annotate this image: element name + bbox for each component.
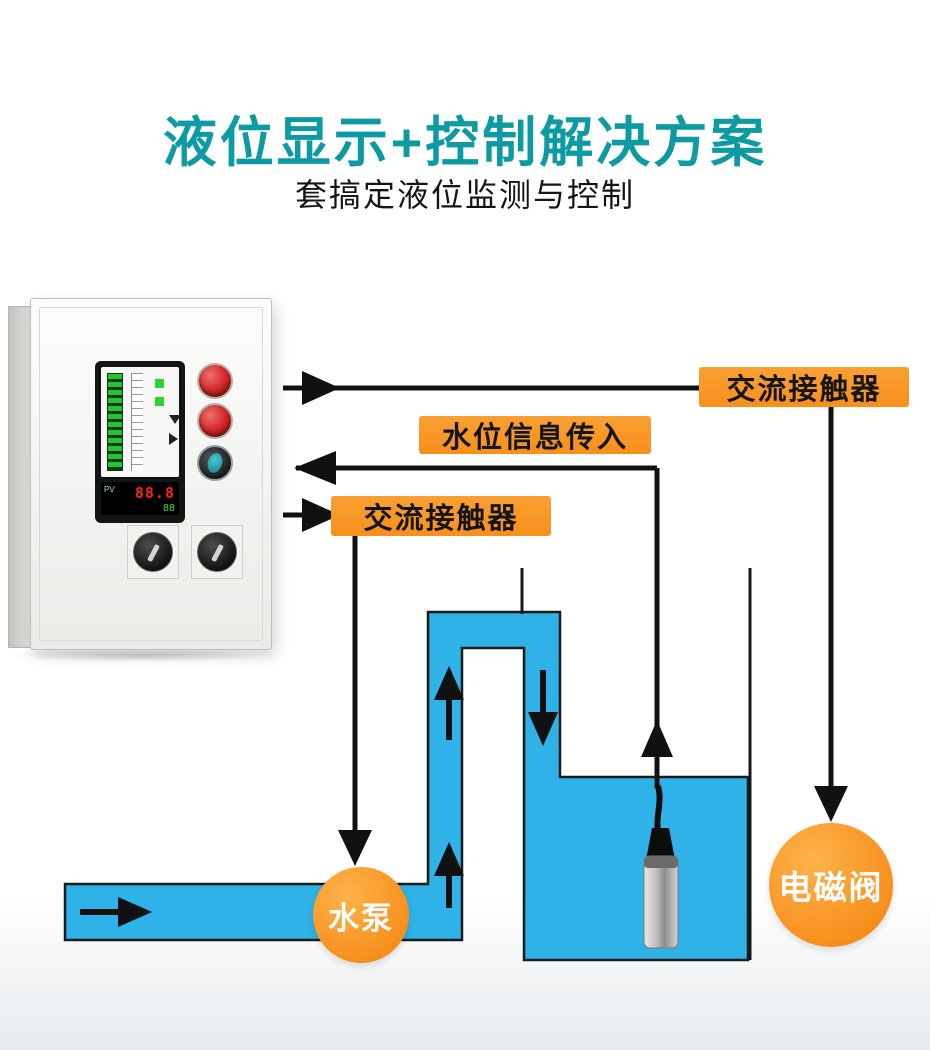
- level-scale: [131, 373, 143, 471]
- cabinet-shadow: [4, 648, 280, 662]
- signal-line-contactor-pump: [283, 498, 372, 866]
- label-ac-contactor-mid: 交流接触器: [331, 496, 551, 536]
- red-pushbutton-1: [197, 363, 233, 399]
- pv-label: PV: [104, 485, 115, 494]
- signal2-up-arrowhead-icon: [641, 720, 673, 757]
- sensor-probe-body: [643, 855, 679, 949]
- right-marker-icon: [169, 433, 178, 445]
- cabinet-door-seam: [39, 307, 263, 641]
- duct-down-arrowhead-icon: [528, 712, 558, 746]
- inlet-flow-arrowhead-icon: [118, 897, 152, 927]
- rotary-knob-right: [197, 532, 237, 572]
- page-title: 液位显示+控制解决方案: [162, 113, 768, 173]
- signal2-left-arrowhead-icon: [294, 451, 336, 485]
- riser-lower-up-arrowhead-icon: [434, 842, 464, 876]
- indicator-lamp-1: [155, 379, 164, 388]
- sensor-probe-collar: [644, 856, 678, 868]
- label-water-level-info: 水位信息传入: [419, 416, 651, 454]
- valve-badge: 电磁阀: [769, 823, 893, 947]
- inlet-flow-arrow: [80, 897, 152, 927]
- down-marker-icon: [169, 415, 179, 424]
- water-flow-arrows: [434, 666, 558, 908]
- sensor-gland: [646, 828, 675, 860]
- indicator-lamp-2: [155, 397, 164, 406]
- selector-switch: [197, 445, 233, 481]
- knob-plate-right: [191, 525, 243, 579]
- led-readout-green: 88: [162, 503, 175, 514]
- led-readout-red: 88.8: [134, 484, 175, 502]
- signal3-down-arrowhead-icon: [338, 830, 372, 866]
- meter-led-panel: PV 88.8 88: [101, 482, 179, 515]
- riser-up-arrowhead-icon: [434, 666, 464, 700]
- signal3-right-arrowhead-icon: [302, 498, 340, 532]
- level-sensor: [643, 785, 679, 949]
- knob-plate-left: [127, 525, 179, 579]
- tank-walls: [520, 568, 752, 960]
- label-ac-contactor-top: 交流接触器: [699, 367, 909, 407]
- rotary-knob-left: [133, 532, 173, 572]
- level-bargraph: [107, 373, 123, 471]
- signal1-down-arrowhead-icon: [814, 786, 848, 822]
- water-shape: [63, 610, 750, 962]
- cabinet-front-door: PV 88.8 88: [30, 298, 272, 650]
- pump-badge: 水泵: [313, 867, 409, 963]
- signal-line-sensor-controller: [294, 451, 673, 788]
- page-subtitle: 套搞定液位监测与控制: [294, 177, 635, 213]
- signal1-right-arrowhead-icon: [302, 371, 340, 405]
- cabinet-side-panel: [8, 306, 32, 648]
- level-controller-meter: PV 88.8 88: [95, 361, 185, 523]
- control-cabinet: PV 88.8 88: [4, 298, 280, 662]
- meter-screen: [101, 367, 179, 477]
- red-pushbutton-2: [197, 403, 233, 439]
